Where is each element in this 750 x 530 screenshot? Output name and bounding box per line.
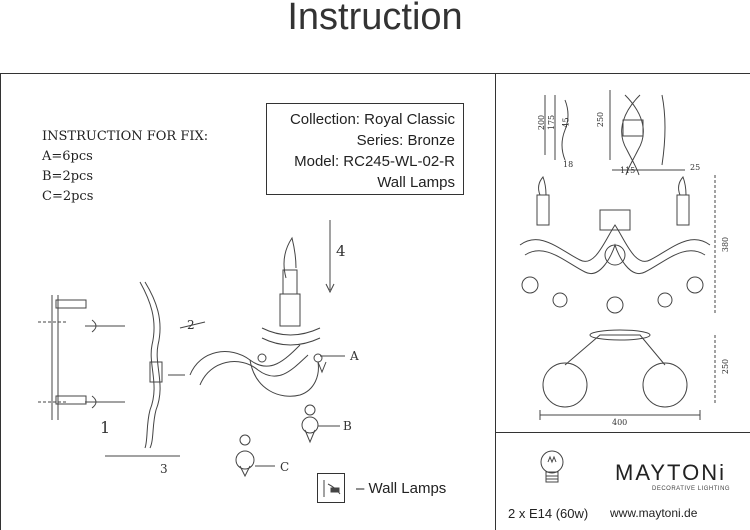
- callout-2: 2: [187, 318, 195, 332]
- callout-a: A: [350, 349, 359, 363]
- dim-380: 380: [721, 236, 731, 253]
- dim-200: 200: [537, 114, 547, 131]
- fix-part-c: C=2pcs: [42, 189, 94, 204]
- fix-instruction: INSTRUCTION FOR FIX: A=6pcs B=2pcs C=2pc…: [42, 127, 208, 207]
- collection-label: Collection: Royal Classic: [289, 111, 455, 128]
- panel-divider-vertical: [495, 73, 496, 530]
- arrow-2: [179, 321, 206, 329]
- brand-website[interactable]: www.maytoni.de: [610, 506, 698, 520]
- bulb-icon: [540, 450, 564, 483]
- frame-left-border: [0, 73, 1, 530]
- callout-1: 1: [100, 418, 111, 437]
- callout-b: B: [343, 419, 352, 433]
- dim-115: 115: [620, 166, 636, 175]
- dim-45: 45: [561, 117, 571, 128]
- top-view-drawing: [544, 90, 685, 176]
- arrow-4-head: [325, 283, 335, 294]
- fix-part-b: B=2pcs: [42, 169, 93, 184]
- dim-400: 400: [612, 418, 628, 427]
- fix-heading: INSTRUCTION FOR FIX:: [42, 129, 209, 144]
- dim-250-top: 250: [596, 111, 606, 128]
- brand-subtitle: DECORATIVE LIGHTING: [652, 486, 731, 492]
- product-info-box: Collection: Royal Classic Series: Bronze…: [266, 103, 464, 195]
- dim-175: 175: [547, 114, 557, 131]
- side-view-drawing: [539, 329, 716, 420]
- series-label: Series: Bronze: [356, 132, 455, 149]
- callout-3: 3: [160, 462, 168, 476]
- panel-divider-horizontal: [495, 432, 750, 433]
- legend-label: – Wall Lamps: [356, 480, 447, 497]
- dim-18: 18: [563, 160, 574, 169]
- diagram-frame: [0, 73, 750, 530]
- front-view-drawing: [519, 175, 716, 315]
- callout-4: 4: [336, 242, 346, 260]
- type-label: Wall Lamps: [377, 174, 455, 191]
- lamp-arm-drawing: [168, 236, 327, 478]
- back-plate-drawing: [139, 281, 163, 449]
- model-label: Model: RC245-WL-02-R: [294, 153, 455, 170]
- wall-lamp-legend-icon: [323, 480, 341, 497]
- fix-part-a: A=6pcs: [42, 149, 93, 164]
- legend-box: [317, 473, 345, 503]
- brand-logo: MAYTONi: [615, 460, 726, 485]
- wall-plate-drawing: [38, 295, 125, 420]
- callout-c: C: [280, 460, 290, 474]
- dim-25: 25: [690, 163, 701, 172]
- dim-250-side: 250: [721, 358, 731, 375]
- bulb-spec: 2 x E14 (60w): [508, 506, 589, 521]
- page-title: Instruction: [287, 0, 463, 38]
